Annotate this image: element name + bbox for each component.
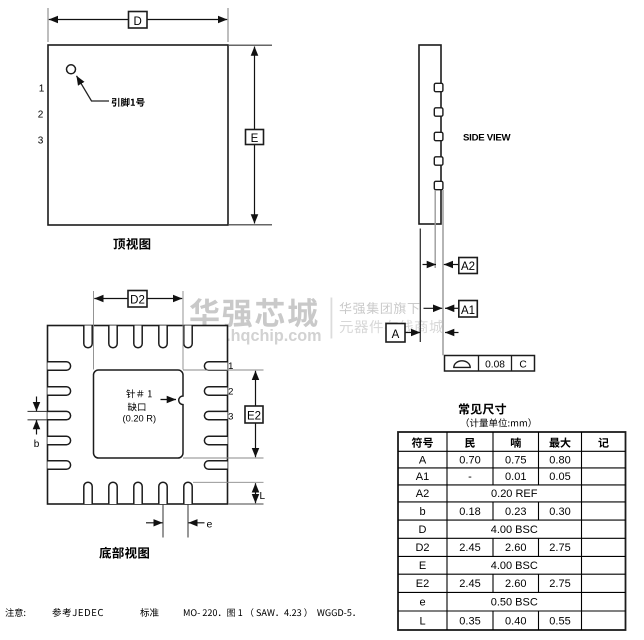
svg-text:0.05: 0.05 [549,471,570,483]
svg-text:1: 1 [228,361,233,372]
svg-text:4.00 BSC: 4.00 BSC [491,560,538,572]
svg-text:e: e [419,597,425,609]
svg-text:D2: D2 [130,295,145,307]
svg-text:SIDE VIEW: SIDE VIEW [463,132,512,143]
svg-text:3: 3 [38,136,44,147]
svg-text:b: b [34,439,40,450]
svg-text:D: D [134,16,142,28]
svg-text:0.70: 0.70 [459,454,480,466]
svg-text:A: A [392,329,400,341]
svg-text:D: D [419,524,427,536]
svg-text:1: 1 [39,84,45,95]
svg-text:b: b [419,506,425,518]
svg-text:0.35: 0.35 [459,615,480,627]
svg-text:E2: E2 [416,578,429,590]
svg-text:D2: D2 [415,542,429,554]
svg-text:A2: A2 [461,261,475,273]
svg-text:(0.20 R): (0.20 R) [123,413,157,423]
svg-text:2.45: 2.45 [459,542,480,554]
svg-text:A1: A1 [461,305,475,317]
svg-text:0.80: 0.80 [549,454,570,466]
svg-text:2: 2 [38,110,44,121]
svg-text:2: 2 [228,387,233,398]
svg-text:4.00 BSC: 4.00 BSC [491,524,538,536]
svg-text:0.75: 0.75 [505,454,526,466]
svg-text:E2: E2 [247,411,261,423]
svg-text:3: 3 [228,412,233,423]
svg-text:E: E [251,133,259,145]
svg-text:0.20 REF: 0.20 REF [491,488,538,500]
svg-text:2.60: 2.60 [505,578,526,590]
svg-text:2.75: 2.75 [549,542,570,554]
svg-text:0.50 BSC: 0.50 BSC [491,597,538,609]
svg-text:0.18: 0.18 [459,506,480,518]
svg-text:0.30: 0.30 [549,506,570,518]
svg-text:E: E [419,560,426,572]
svg-text:e: e [207,519,213,531]
svg-text:0.08: 0.08 [485,360,505,371]
svg-text:0.55: 0.55 [549,615,570,627]
svg-text:A1: A1 [416,471,429,483]
svg-text:C: C [519,360,526,371]
svg-text:L: L [260,491,266,502]
svg-text:0.40: 0.40 [505,615,526,627]
svg-text:0.01: 0.01 [505,471,526,483]
svg-text:A: A [419,454,427,466]
svg-text:L: L [419,615,425,627]
svg-text:2.60: 2.60 [505,542,526,554]
svg-text:0.23: 0.23 [505,506,526,518]
svg-text:-: - [468,471,472,483]
svg-text:2.45: 2.45 [459,578,480,590]
svg-text:A2: A2 [416,488,429,500]
svg-text:2.75: 2.75 [549,578,570,590]
